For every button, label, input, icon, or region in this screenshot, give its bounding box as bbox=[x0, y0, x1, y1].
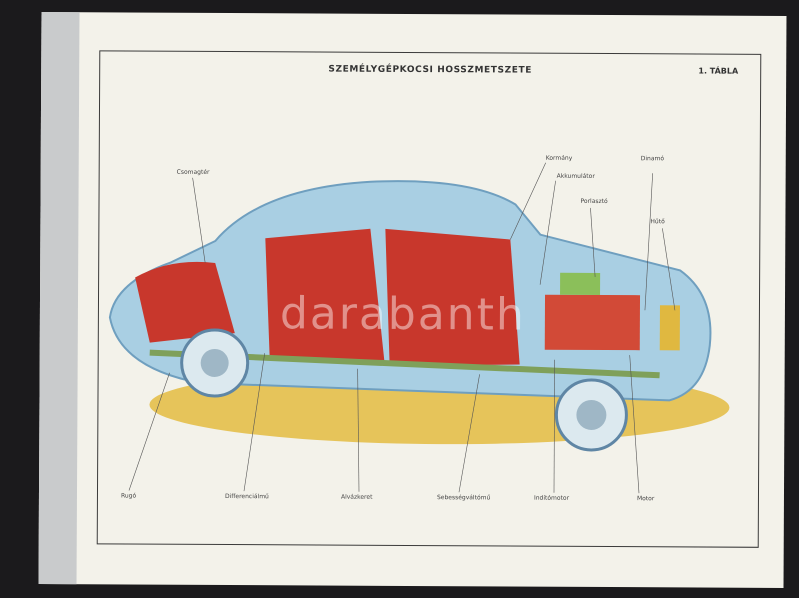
label-sebessegvaltomu: Sebességváltómű bbox=[436, 494, 491, 502]
rear-seat bbox=[265, 228, 385, 364]
label-csomagter: Csomagtér bbox=[176, 168, 210, 176]
label-inditomotor: Indítómotor bbox=[533, 494, 570, 502]
label-rugo: Rugó bbox=[120, 492, 137, 500]
label-akkumulator: Akkumulátor bbox=[556, 172, 595, 180]
leader-lines bbox=[128, 162, 676, 494]
label-porlaszto: Porlasztó bbox=[580, 197, 608, 206]
car-cutaway-illustration bbox=[108, 162, 730, 494]
label-dinamo: Dinamó bbox=[640, 155, 665, 163]
label-motor: Motor bbox=[636, 495, 655, 503]
trunk-interior bbox=[135, 261, 235, 343]
label-differencialmu: Differenciálmű bbox=[224, 493, 269, 501]
label-huto: Hűtő bbox=[650, 218, 665, 226]
engine-block bbox=[544, 294, 641, 351]
poster-sheet: SZEMÉLYGÉPKOCSI HOSSZMETSZETE 1. TÁBLA bbox=[38, 12, 787, 588]
carburetor bbox=[560, 272, 601, 295]
front-seat bbox=[385, 228, 520, 366]
watermark: darabanth bbox=[279, 288, 526, 341]
label-alvazkeret: Alvázkeret bbox=[340, 493, 373, 501]
radiator bbox=[659, 305, 680, 351]
label-kormany: Kormány bbox=[545, 154, 573, 162]
